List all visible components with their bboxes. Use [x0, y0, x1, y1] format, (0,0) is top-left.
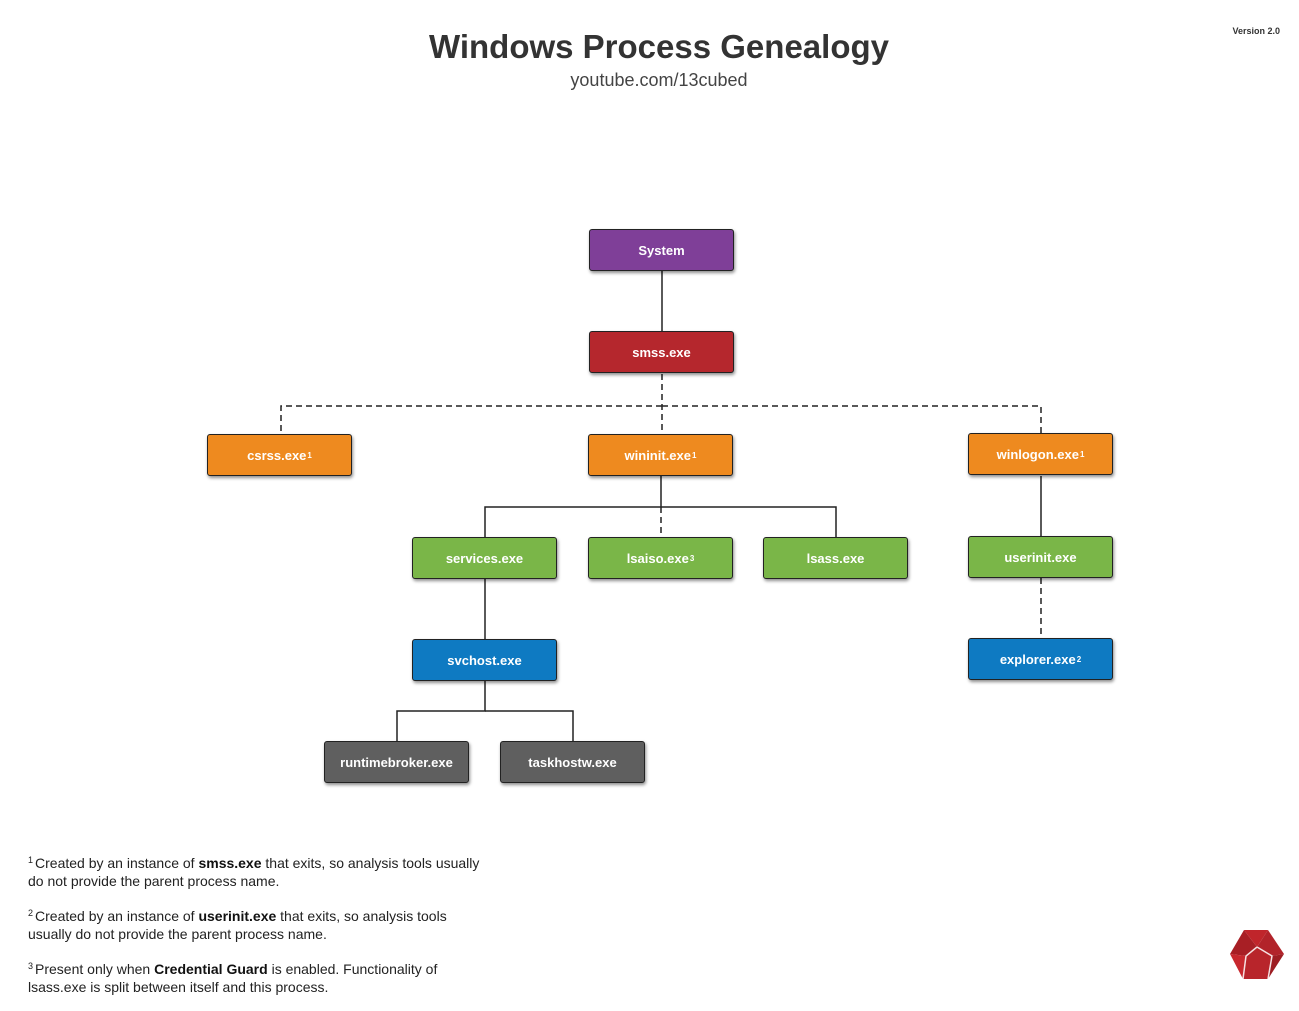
- footnote-3-number: 3: [28, 961, 34, 971]
- node-lsass-label: lsass.exe: [806, 550, 865, 566]
- node-explorer-footnote-ref: 2: [1076, 654, 1082, 664]
- edge-svchost-taskhostw: [485, 710, 574, 741]
- node-runtimebroker: runtimebroker.exe: [324, 741, 469, 783]
- footnote-3-text-bold: Credential Guard: [154, 961, 268, 977]
- node-userinit: userinit.exe: [968, 536, 1113, 578]
- footnote-1-text-pre: Created by an instance of: [35, 855, 199, 871]
- node-csrss-footnote-ref: 1: [307, 450, 312, 460]
- page-title: Windows Process Genealogy: [428, 28, 889, 65]
- footnote-1-text-post: that exits, so analysis tools usually do…: [28, 855, 480, 889]
- footnote-2-number: 2: [28, 908, 34, 918]
- node-wininit-label: wininit.exe: [624, 447, 691, 463]
- footnote-1-number: 1: [28, 855, 34, 865]
- node-taskhostw-label: taskhostw.exe: [528, 754, 617, 770]
- 13cubed-cube-logo-icon: [1230, 930, 1284, 980]
- node-explorer-label: explorer.exe: [999, 651, 1076, 667]
- node-services-label: services.exe: [445, 550, 524, 566]
- footnote-3-text-post: is enabled. Functionality of lsass.exe i…: [28, 961, 438, 995]
- node-taskhostw: taskhostw.exe: [500, 741, 645, 783]
- edge-wininit-lsass: [661, 506, 837, 537]
- node-system-label: System: [638, 242, 685, 258]
- edge-svchost-runtimebroker: [396, 681, 486, 741]
- edge-smss-winlogon: [662, 405, 1042, 434]
- footnote-1-text-bold: smss.exe: [198, 855, 262, 871]
- node-svchost: svchost.exe: [412, 639, 557, 681]
- node-userinit-label: userinit.exe: [1004, 549, 1077, 565]
- page-subtitle: youtube.com/13cubed: [570, 70, 748, 90]
- node-smss: smss.exe: [589, 331, 734, 373]
- footnote-2-text-pre: Created by an instance of: [35, 908, 199, 924]
- node-system: System: [589, 229, 734, 271]
- edge-smss-csrss: [280, 405, 662, 434]
- node-lsaiso-footnote-ref: 3: [689, 553, 695, 563]
- node-svchost-label: svchost.exe: [447, 652, 522, 668]
- node-services: services.exe: [412, 537, 557, 579]
- node-winlogon-label: winlogon.exe: [996, 446, 1079, 462]
- footnote-2-text-post: that exits, so analysis tools usually do…: [28, 908, 447, 942]
- node-lsaiso-label: lsaiso.exe: [626, 550, 689, 566]
- node-lsass: lsass.exe: [763, 537, 908, 579]
- node-csrss-label: csrss.exe: [247, 447, 307, 463]
- footnote-3-text-pre: Present only when: [35, 961, 155, 977]
- node-winlogon-footnote-ref: 1: [1079, 449, 1085, 459]
- edge-wininit-services: [484, 476, 662, 537]
- version-label: Version 2.0: [1232, 26, 1280, 36]
- node-smss-label: smss.exe: [632, 344, 691, 360]
- node-wininit-footnote-ref: 1: [692, 450, 697, 460]
- footnote-2-text-bold: userinit.exe: [198, 908, 277, 924]
- node-runtimebroker-label: runtimebroker.exe: [340, 754, 453, 770]
